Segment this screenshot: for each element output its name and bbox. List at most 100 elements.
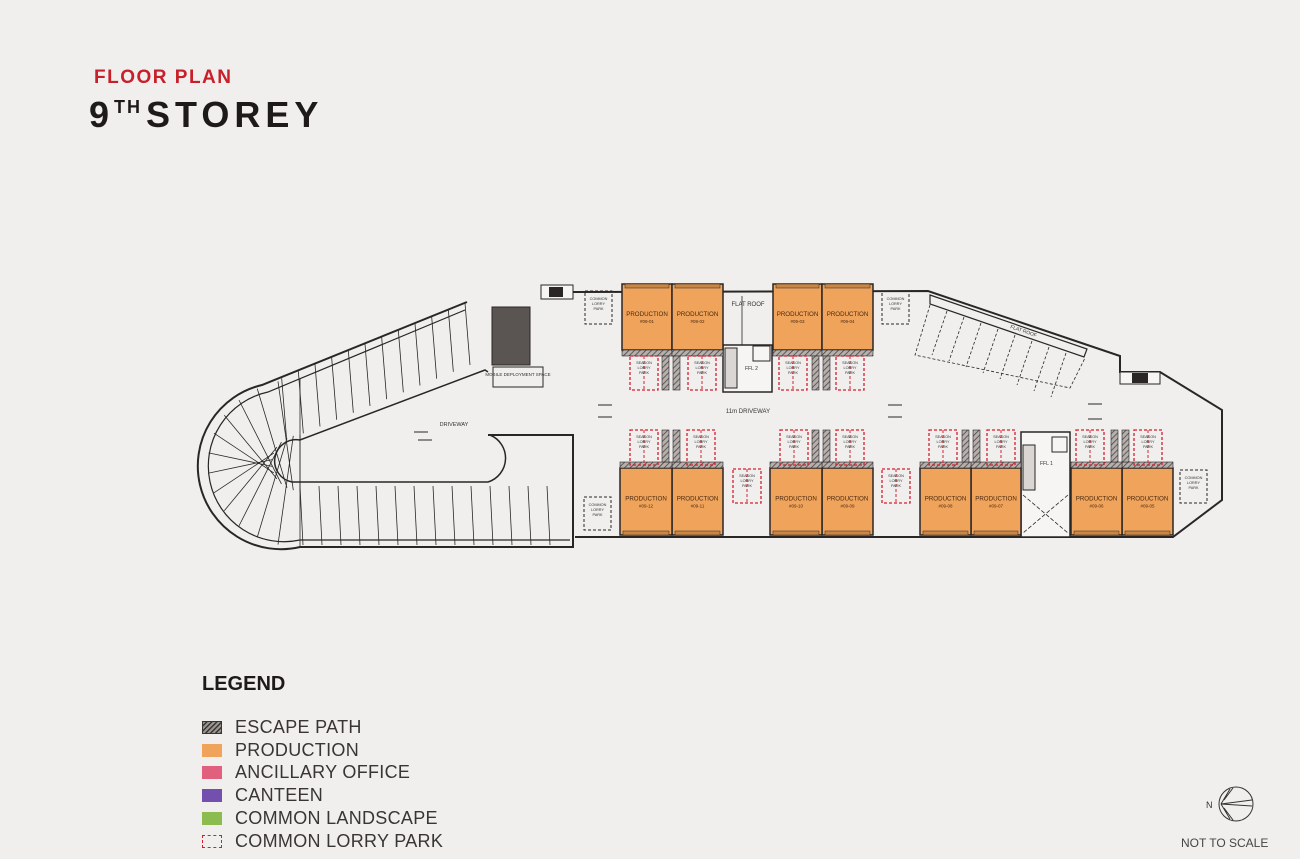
season-lorry-park-label: SEASON: [1140, 435, 1156, 439]
production-unit[interactable]: PRODUCTION#09-08: [919, 461, 972, 536]
lift-icon: [1051, 436, 1068, 453]
unit-number: #09-01: [640, 319, 655, 324]
season-lorry-park-label: LORRY: [637, 440, 650, 444]
season-lorry-park-label: SEASON: [785, 361, 801, 365]
escape-path-strip: [621, 349, 673, 357]
season-lorry-park-label: LORRY: [786, 366, 799, 370]
season-lorry-park-label: LORRY: [695, 366, 708, 370]
unit-ledge: [1073, 530, 1120, 536]
season-lorry-park-label: LORRY: [1141, 440, 1154, 444]
legend: ESCAPE PATH PRODUCTION ANCILLARY OFFICE …: [202, 716, 443, 853]
production-unit[interactable]: PRODUCTION#09-01: [621, 283, 673, 357]
ramp-stall-line: [213, 452, 275, 494]
storey-number: 9: [89, 94, 115, 135]
unit-type: PRODUCTION: [1127, 496, 1169, 503]
common-lorry-park-swatch: [202, 834, 222, 848]
unit-number: #09-04: [840, 319, 855, 324]
escape-path-column: [811, 429, 820, 463]
unit-ledge: [922, 530, 969, 536]
season-lorry-park-label: PARK: [696, 445, 707, 449]
common-lorry-park-label: PARK: [890, 307, 901, 311]
production-unit[interactable]: PRODUCTION#09-10: [769, 461, 823, 536]
common-landscape-swatch: [202, 812, 222, 826]
season-lorry-park-label: PARK: [789, 445, 800, 449]
bay-divider: [1050, 352, 1067, 398]
production-unit[interactable]: PRODUCTION#09-06: [1070, 461, 1123, 536]
common-lorry-park-label: PARK: [592, 513, 603, 517]
production-unit[interactable]: PRODUCTION#09-04: [821, 283, 874, 357]
season-lorry-park-label: LORRY: [994, 440, 1007, 444]
tank-grid: [491, 306, 531, 366]
ancillary-office-swatch: [202, 766, 222, 780]
production-unit[interactable]: PRODUCTION#09-11: [671, 461, 724, 536]
season-lorry-park-label: SEASON: [636, 435, 652, 439]
unit-type: PRODUCTION: [677, 496, 719, 503]
ramp-stall-line: [431, 316, 438, 379]
unit-number: #09-12: [639, 504, 654, 509]
bay-divider: [931, 310, 948, 356]
legend-label: CANTEEN: [235, 785, 324, 806]
production-unit[interactable]: PRODUCTION#09-09: [821, 461, 874, 536]
escape-path-strip: [821, 349, 874, 357]
production-unit[interactable]: PRODUCTION#09-05: [1121, 461, 1174, 536]
common-lorry-park-label: LORRY: [889, 302, 902, 306]
production-unit[interactable]: PRODUCTION#09-07: [970, 461, 1022, 536]
common-lorry-park-bays: [914, 304, 1086, 389]
ramp-stall-line: [256, 438, 288, 538]
common-lorry-park-label: LORRY: [592, 302, 605, 306]
unit-area: [919, 467, 972, 536]
common-lorry-park-label: PARK: [1188, 486, 1199, 490]
unit-type: PRODUCTION: [677, 311, 719, 318]
flat-roof-strip: [929, 294, 1088, 358]
ramp-stall-line: [527, 485, 532, 546]
production-unit[interactable]: PRODUCTION#09-02: [671, 283, 724, 357]
ffl1-label: FFL 1: [1040, 461, 1053, 467]
canteen-swatch: [202, 789, 222, 803]
production-unit[interactable]: PRODUCTION#09-03: [772, 283, 823, 357]
legend-item-common-lorry-park: COMMON LORRY PARK: [202, 830, 443, 853]
ramp-stall-line: [394, 485, 399, 546]
legend-label: PRODUCTION: [235, 739, 359, 760]
ramp-stall-line: [277, 435, 294, 545]
ramp-stall-line: [337, 485, 342, 546]
bay-divider: [999, 334, 1016, 380]
legend-item-common-landscape: COMMON LANDSCAPE: [202, 807, 443, 830]
production-unit[interactable]: PRODUCTION#09-12: [619, 461, 673, 536]
ramp-stall-line: [451, 485, 456, 546]
unit-type: PRODUCTION: [827, 311, 869, 318]
legend-item-canteen: CANTEEN: [202, 784, 443, 807]
main-driveway-label: 11m DRIVEWAY: [726, 409, 770, 415]
escape-path-column: [672, 355, 681, 391]
ramp-stall-line: [277, 381, 294, 491]
unit-area: [1121, 467, 1174, 536]
lift-icon: [752, 345, 771, 362]
escape-path-column: [661, 355, 670, 391]
common-lorry-park-label: COMMON: [1185, 476, 1203, 480]
ramp-stall-line: [238, 399, 282, 485]
flat-roof-label: FLAT ROOF: [731, 302, 764, 308]
unit-number: #09-03: [790, 319, 805, 324]
season-lorry-park-label: LORRY: [637, 366, 650, 370]
ramp-inner-wall: [273, 369, 507, 483]
escape-path-strip: [772, 349, 823, 357]
ramp-stall-line: [432, 485, 437, 546]
